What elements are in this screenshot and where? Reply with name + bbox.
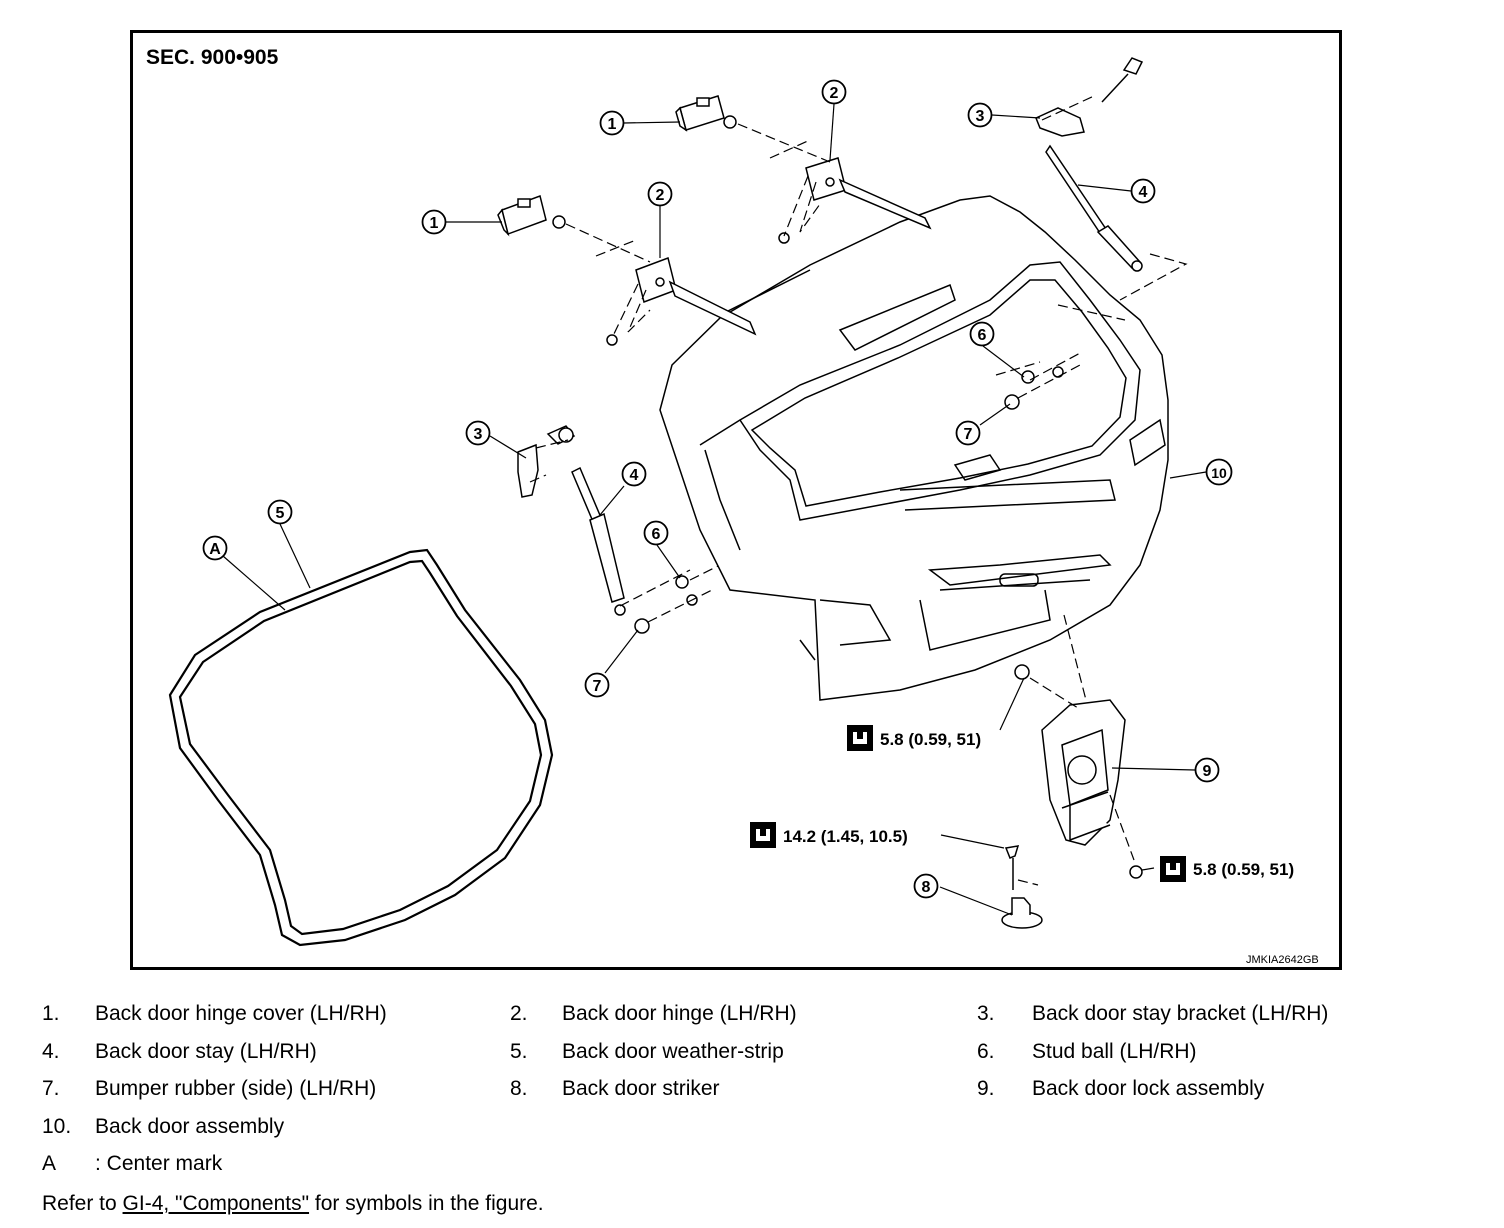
legend-row: A : Center mark [42,1152,1482,1190]
lock-assembly [1014,664,1143,879]
reference-note: Refer to GI-4, "Components" for symbols … [42,1192,544,1216]
svg-text:5: 5 [276,505,285,522]
callout-5: 5 [267,499,293,525]
legend-row: 1. Back door hinge cover (LH/RH) 2. Back… [42,1002,1482,1040]
svg-text:10: 10 [1211,465,1227,481]
hinge-upper [723,115,932,244]
callout-2a: 2 [821,79,847,105]
svg-text:3: 3 [474,426,483,443]
legend-number: 5. [510,1039,528,1063]
figure-code: JMKIA2642GB [1246,954,1319,966]
stay-lower [571,466,626,616]
callout-9: 9 [1194,757,1220,783]
weather-strip [168,548,554,947]
callout-7b: 7 [584,672,610,698]
torque-wrench-icon [847,725,873,751]
legend-row: 7. Bumper rubber (side) (LH/RH) 8. Back … [42,1077,1482,1115]
exploded-diagram: SEC. 900•905 JMKIA2642GB [130,30,1342,970]
stay-bracket-lower [517,425,576,498]
svg-text:2: 2 [656,187,665,204]
legend-label: Bumper rubber (side) (LH/RH) [95,1077,377,1100]
callout-10: 10 [1205,458,1233,486]
legend-row: 4. Back door stay (LH/RH) 5. Back door w… [42,1040,1482,1078]
hinge-cover-upper [675,95,725,132]
torque-spec-lock-upper: 5.8 (0.59, 51) [847,725,981,751]
svg-text:4: 4 [630,467,639,484]
callout-A: A [202,535,228,561]
svg-text:5.8 (0.59, 51): 5.8 (0.59, 51) [880,730,981,749]
callout-4b: 4 [621,461,647,487]
legend-label: Back door hinge cover (LH/RH) [95,1002,387,1025]
legend-number: 4. [42,1039,60,1063]
callout-1b: 1 [421,209,447,235]
parts-legend: 1. Back door hinge cover (LH/RH) 2. Back… [42,1002,1482,1190]
callout-8: 8 [913,873,939,899]
legend-row: 10. Back door assembly [42,1115,1482,1153]
legend-label: Stud ball (LH/RH) [1032,1039,1197,1063]
torque-spec-lock-lower: 5.8 (0.59, 51) [1160,856,1294,882]
legend-number: 3. [977,1002,995,1025]
callout-4a: 4 [1130,178,1156,204]
svg-text:7: 7 [964,426,973,443]
legend-number: 10. [42,1114,72,1138]
legend-number: 6. [977,1039,995,1063]
callout-6a: 6 [969,321,995,347]
svg-text:6: 6 [978,327,987,344]
callouts: 1 1 2 2 3 3 4 4 5 A 6 6 7 7 10 9 8 [202,79,1233,899]
callout-7a: 7 [955,420,981,446]
legend-label: Back door lock assembly [1032,1077,1265,1100]
svg-text:9: 9 [1203,763,1212,780]
legend-number: 9. [977,1077,995,1100]
stay-bracket-upper [1035,57,1144,137]
torque-wrench-icon [1160,856,1186,882]
legend-label: Back door striker [562,1077,720,1100]
svg-text:1: 1 [430,215,439,232]
svg-text:7: 7 [593,678,602,695]
legend-number: 2. [510,1002,528,1025]
svg-text:6: 6 [652,526,661,543]
svg-text:A: A [209,541,221,558]
legend-label: Back door stay bracket (LH/RH) [1032,1002,1329,1025]
hinge-cover-lower [497,195,547,237]
legend-label: Back door assembly [95,1114,285,1138]
leader-lines [222,103,1207,916]
svg-text:4: 4 [1139,184,1148,201]
svg-text:5.8 (0.59, 51): 5.8 (0.59, 51) [1193,860,1294,879]
legend-label: Back door hinge (LH/RH) [562,1002,797,1025]
svg-text:2: 2 [830,85,839,102]
svg-text:1: 1 [608,116,617,133]
legend-number: 8. [510,1077,528,1100]
torque-spec-striker: 14.2 (1.45, 10.5) [750,822,908,848]
legend-number: 1. [42,1002,60,1025]
legend-number: A [42,1152,57,1175]
legend-number: 7. [42,1077,60,1100]
callout-1a: 1 [599,110,625,136]
svg-text:3: 3 [976,108,985,125]
svg-text:14.2 (1.45, 10.5): 14.2 (1.45, 10.5) [783,827,908,846]
legend-label: Back door stay (LH/RH) [95,1039,317,1063]
stay-upper [1045,144,1143,272]
legend-label: : Center mark [95,1152,223,1175]
torque-wrench-icon [750,822,776,848]
callout-2b: 2 [647,181,673,207]
note-suffix: for symbols in the figure. [309,1192,544,1215]
section-label: SEC. 900•905 [146,46,279,69]
note-prefix: Refer to [42,1192,123,1215]
callout-3a: 3 [967,102,993,128]
svg-text:8: 8 [922,879,931,896]
back-door-assembly [659,195,1169,701]
striker [1001,845,1043,929]
figure-frame [130,30,1342,970]
legend-label: Back door weather-strip [562,1039,784,1063]
callout-3b: 3 [465,420,491,446]
callout-6b: 6 [643,520,669,546]
components-link[interactable]: GI-4, "Components" [122,1192,310,1215]
